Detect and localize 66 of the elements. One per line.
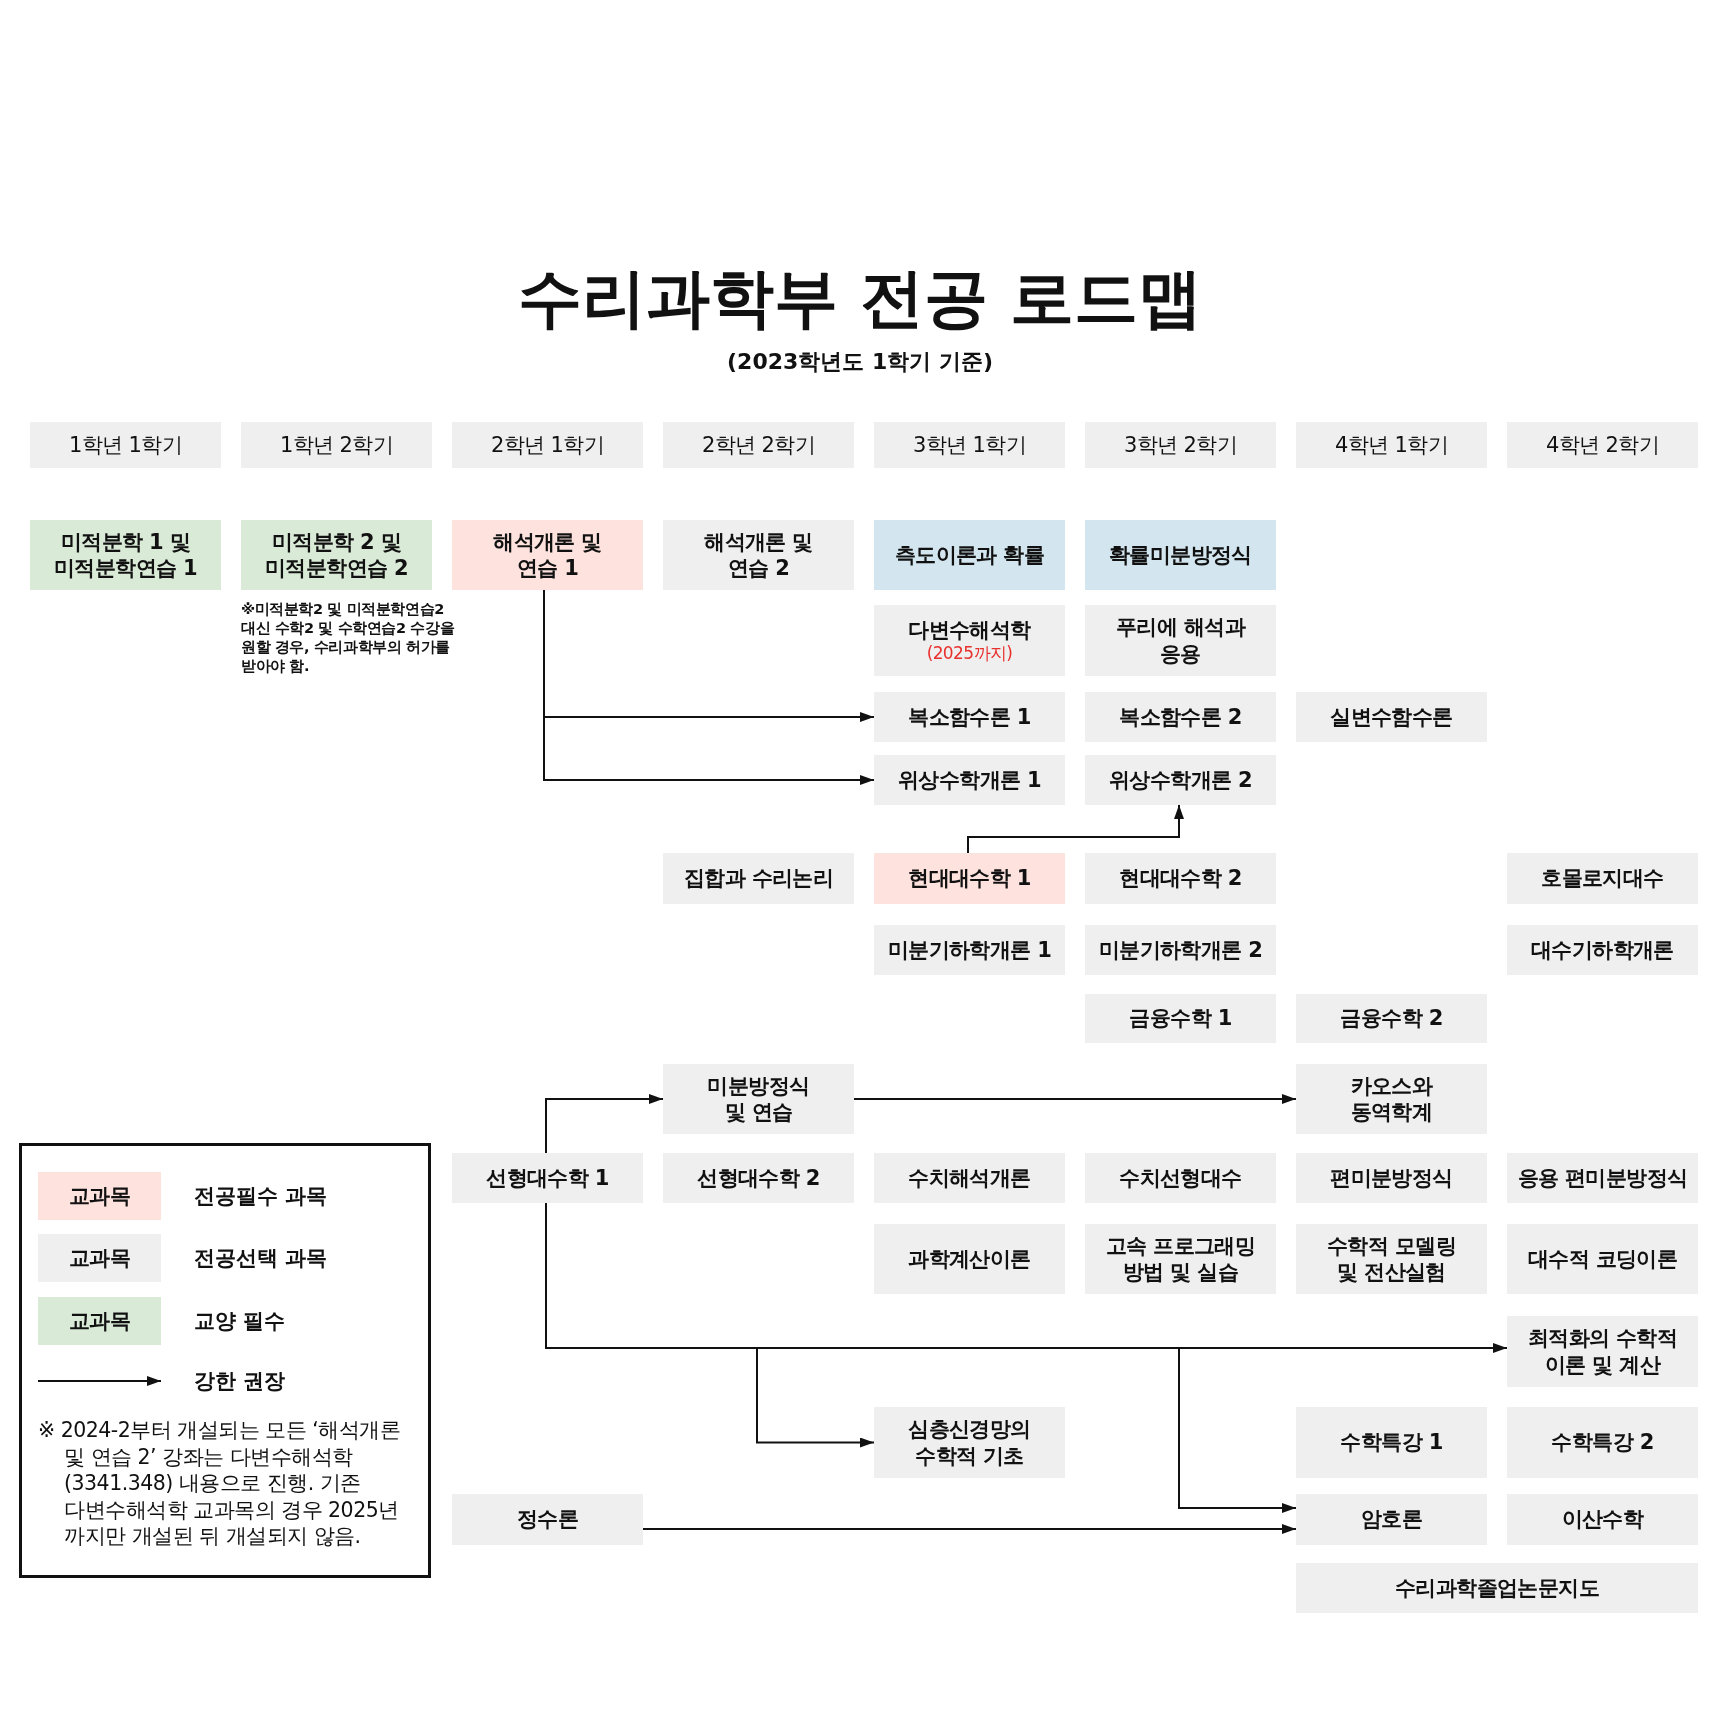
legend-swatch: 교과목	[38, 1172, 161, 1220]
course-box: 측도이론과 확률	[874, 520, 1065, 590]
course-box: 이산수학	[1507, 1494, 1698, 1545]
course-box: 미분기하학개론 2	[1085, 925, 1276, 975]
semester-header: 3학년 1학기	[874, 422, 1065, 468]
course-box: 금융수학 2	[1296, 994, 1487, 1043]
arrow	[853, 1094, 1297, 1104]
course-box: 호몰로지대수	[1507, 853, 1698, 904]
course-box: 수치해석개론	[874, 1153, 1065, 1203]
semester-header: 4학년 2학기	[1507, 422, 1698, 468]
semester-header: 2학년 2학기	[663, 422, 854, 468]
course-box: 해석개론 및 연습 1	[452, 520, 643, 590]
course-box: 복소함수론 2	[1085, 692, 1276, 742]
semester-header: 1학년 2학기	[241, 422, 432, 468]
legend-text: 강한 권장	[194, 1368, 286, 1395]
note: ※ 2024-2부터 개설되는 모든 ‘해석개론 및 연습 2’ 강좌는 다변수해석학 (3341.348) 내용으로 진행. 기존 다변수해석학 교과목의 경우 2025년 까지만 개설된 뒤 개설되지 않음.	[38, 1417, 402, 1550]
course-box: 카오스와 동역학계	[1296, 1064, 1487, 1134]
course-box: 미분기하학개론 1	[874, 925, 1065, 975]
course-box: 현대대수학 1	[874, 853, 1065, 904]
arrow	[967, 804, 1184, 854]
course-box: 실변수함수론	[1296, 692, 1487, 742]
course-box: 편미분방정식	[1296, 1153, 1487, 1203]
course-box: 복소함수론 1	[874, 692, 1065, 742]
course-box: 수학특강 1	[1296, 1407, 1487, 1478]
course-box: 위상수학개론 2	[1085, 755, 1276, 805]
semester-header: 3학년 2학기	[1085, 422, 1276, 468]
course-box: 현대대수학 2	[1085, 853, 1276, 904]
course-box: 미적분학 2 및 미적분학연습 2	[241, 520, 432, 590]
legend-text: 교양 필수	[194, 1308, 286, 1335]
subtitle: (2023학년도 1학기 기준)	[726, 348, 994, 376]
course-box: 미분방정식 및 연습	[663, 1064, 854, 1134]
footnote: ※미적분학2 및 미적분학연습2 대신 수학2 및 수학연습2 수강을 원할 경우, 수리과학부의 허가를 받아야 함.	[241, 600, 456, 676]
semester-header: 2학년 1학기	[452, 422, 643, 468]
course-box: 푸리에 해석과 응용	[1085, 605, 1276, 676]
course-box: 금융수학 1	[1085, 994, 1276, 1043]
course-box: 수학특강 2	[1507, 1407, 1698, 1478]
course-box: 위상수학개론 1	[874, 755, 1065, 805]
course-box: 선형대수학 1	[452, 1153, 643, 1203]
course-box: 수학적 모델링 및 전산실험	[1296, 1224, 1487, 1294]
course-box: 암호론	[1296, 1494, 1487, 1545]
legend-swatch: 교과목	[38, 1297, 161, 1345]
course-box: 정수론	[452, 1494, 643, 1545]
course-box: 수리과학졸업논문지도	[1296, 1563, 1698, 1613]
arrow	[642, 1524, 1297, 1534]
course-box: 과학계산이론	[874, 1224, 1065, 1294]
course-box: 집합과 수리논리	[663, 853, 854, 904]
course-box: 수치선형대수	[1085, 1153, 1276, 1203]
course-box: 심층신경망의 수학적 기초	[874, 1407, 1065, 1478]
legend-swatch: 교과목	[38, 1234, 161, 1282]
course-box: 해석개론 및 연습 2	[663, 520, 854, 590]
semester-header: 4학년 1학기	[1296, 422, 1487, 468]
semester-header: 1학년 1학기	[30, 422, 221, 468]
course-box: 미적분학 1 및 미적분학연습 1	[30, 520, 221, 590]
course-box: 확률미분방정식	[1085, 520, 1276, 590]
legend-text: 전공필수 과목	[194, 1183, 328, 1210]
course-box: 대수기하학개론	[1507, 925, 1698, 975]
legend-text: 전공선택 과목	[194, 1245, 328, 1272]
course-box: 선형대수학 2	[663, 1153, 854, 1203]
course-box: 응용 편미분방정식	[1507, 1153, 1698, 1203]
course-box: 최적화의 수학적 이론 및 계산	[1507, 1316, 1698, 1387]
availability-note: (2025까지)	[926, 643, 1013, 665]
course-name: 다변수해석학	[908, 616, 1031, 643]
arrow	[545, 1094, 664, 1154]
title: 수리과학부 전공 로드맵	[516, 260, 1204, 337]
course-box: 고속 프로그래밍 방법 및 실습	[1085, 1224, 1276, 1294]
course-box: 대수적 코딩이론	[1507, 1224, 1698, 1294]
